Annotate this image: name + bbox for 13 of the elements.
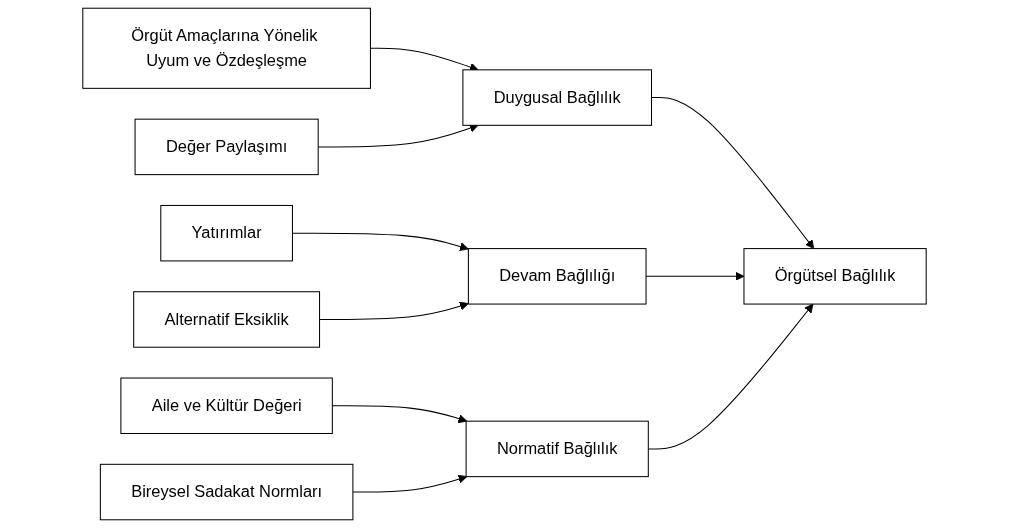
node-box: Bireysel Sadakat Normları: [99, 463, 354, 521]
node-box: Devam Bağlılığı: [467, 248, 647, 305]
arrow: [651, 97, 815, 249]
node-box: Aile ve Kültür Değeri: [120, 377, 333, 434]
node-box: Yatırımlar: [160, 204, 293, 262]
node-box: Örgütsel Bağlılık: [743, 248, 927, 305]
node-box: Örgüt Amaçlarına Yönelik Uyum ve Özdeşleşme: [82, 7, 371, 89]
node-box: Normatif Bağlılık: [465, 420, 649, 478]
node-box: Değer Paylaşımı: [134, 118, 319, 176]
node-box: Alternatif Eksiklik: [133, 291, 321, 348]
arrow: [352, 474, 468, 493]
node-box: Duygusal Bağlılık: [462, 69, 653, 126]
arrow: [319, 301, 469, 320]
